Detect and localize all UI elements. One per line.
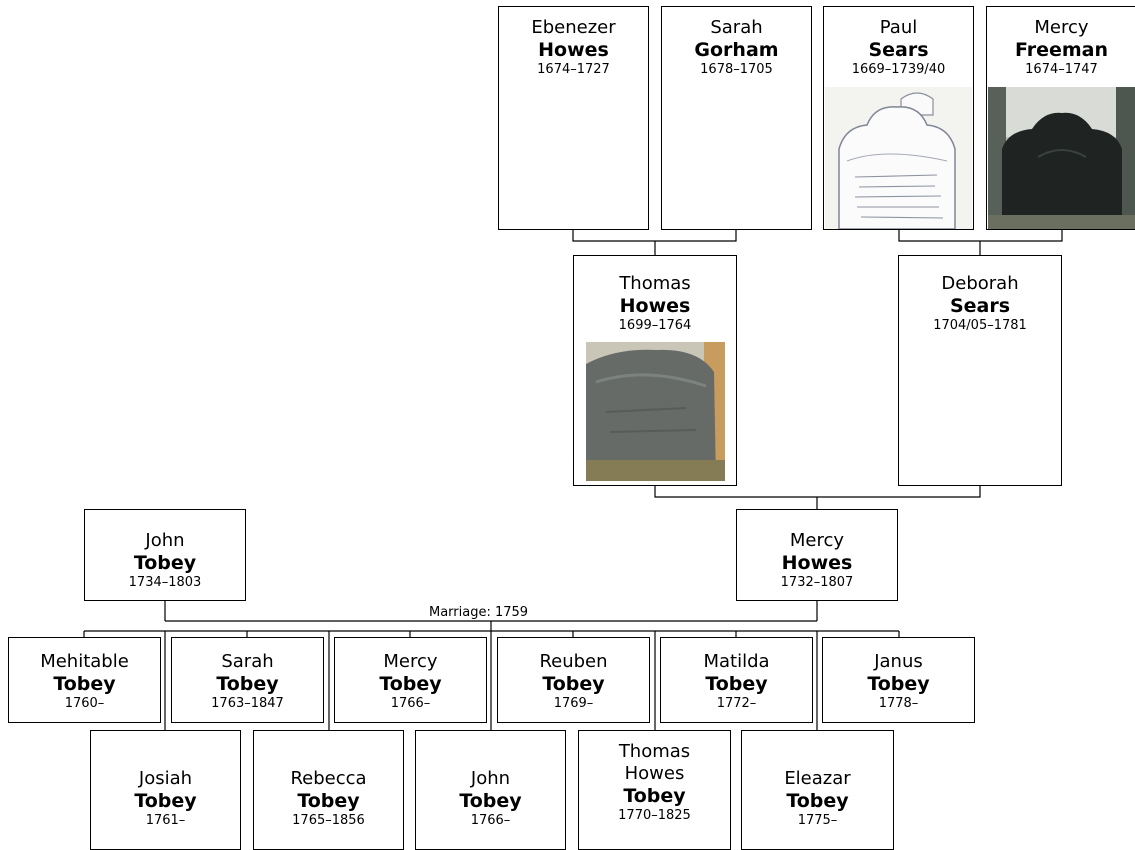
surname: Tobey — [53, 673, 116, 695]
given-name: Mercy — [383, 651, 438, 672]
surname: Howes — [619, 295, 691, 317]
life-dates: 1732–1807 — [780, 575, 854, 590]
surname: Howes — [781, 552, 853, 574]
given-name: Ebenezer — [531, 17, 616, 38]
life-dates: 1765–1856 — [292, 813, 365, 828]
given-name: Janus — [874, 651, 923, 672]
person-ebenezer-howes[interactable]: Ebenezer Howes 1674–1727 — [498, 6, 649, 230]
given-name: John — [145, 530, 185, 551]
person-deborah-sears[interactable]: Deborah Sears 1704/05–1781 — [898, 255, 1062, 486]
gravestone-drawing — [825, 87, 972, 229]
person-paul-sears[interactable]: Paul Sears 1669–1739/40 — [823, 6, 974, 230]
given-name: Deborah — [941, 273, 1019, 294]
given-name: Matilda — [703, 651, 770, 672]
surname: Tobey — [297, 790, 360, 812]
surname: Tobey — [623, 785, 686, 807]
child-box-reuben[interactable]: Reuben Tobey 1769– — [497, 637, 650, 723]
person-mercy-freeman[interactable]: Mercy Freeman 1674–1747 — [986, 6, 1135, 230]
surname: Sears — [868, 39, 929, 61]
child-box-john[interactable]: John Tobey 1766– — [415, 730, 566, 850]
given-name: Sarah — [221, 651, 274, 672]
life-dates: 1704/05–1781 — [933, 318, 1027, 333]
given-name: Sarah — [710, 17, 763, 38]
given-name: Mercy — [1034, 17, 1089, 38]
life-dates: 1766– — [470, 813, 511, 828]
gravestone-photo — [988, 87, 1135, 229]
child-box-mehitable[interactable]: Mehitable Tobey 1760– — [8, 637, 161, 723]
gravestone-drawing — [988, 87, 1135, 229]
surname: Tobey — [216, 673, 279, 695]
given-name: John — [470, 768, 511, 789]
child-box-janus[interactable]: Janus Tobey 1778– — [822, 637, 975, 723]
given-name: Thomas Howes — [618, 741, 691, 784]
given-name: Thomas — [619, 273, 691, 294]
child-box-mercy[interactable]: Mercy Tobey 1766– — [334, 637, 487, 723]
given-name: Paul — [879, 17, 918, 38]
surname: Tobey — [867, 673, 930, 695]
person-mercy-howes[interactable]: Mercy Howes 1732–1807 — [736, 509, 898, 601]
life-dates: 1674–1747 — [1025, 62, 1098, 77]
surname: Tobey — [542, 673, 605, 695]
surname: Howes — [538, 39, 609, 61]
person-sarah-gorham[interactable]: Sarah Gorham 1678–1705 — [661, 6, 812, 230]
child-box-sarah[interactable]: Sarah Tobey 1763–1847 — [171, 637, 324, 723]
given-name: Josiah — [138, 768, 193, 789]
given-name: Reuben — [539, 651, 608, 672]
life-dates: 1760– — [64, 696, 105, 711]
life-dates: 1678–1705 — [700, 62, 773, 77]
child-box-rebecca[interactable]: Rebecca Tobey 1765–1856 — [253, 730, 404, 850]
surname: Tobey — [134, 790, 197, 812]
life-dates: 1770–1825 — [618, 808, 691, 823]
child-box-matilda[interactable]: Matilda Tobey 1772– — [660, 637, 813, 723]
child-box-thomas-howes[interactable]: Thomas Howes Tobey 1770–1825 — [578, 730, 731, 850]
life-dates: 1769– — [553, 696, 594, 711]
person-thomas-howes[interactable]: Thomas Howes 1699–1764 — [573, 255, 737, 486]
marriage-label: Marriage: 1759 — [429, 605, 529, 620]
surname: Tobey — [379, 673, 442, 695]
given-name: Mehitable — [40, 651, 129, 672]
life-dates: 1778– — [878, 696, 919, 711]
life-dates: 1699–1764 — [618, 318, 692, 333]
child-box-eleazar[interactable]: Eleazar Tobey 1775– — [741, 730, 894, 850]
life-dates: 1761– — [145, 813, 186, 828]
given-name: Eleazar — [784, 768, 851, 789]
surname: Tobey — [459, 790, 522, 812]
life-dates: 1669–1739/40 — [851, 62, 946, 77]
child-box-josiah[interactable]: Josiah Tobey 1761– — [90, 730, 241, 850]
gravestone-drawing — [586, 342, 725, 481]
life-dates: 1772– — [716, 696, 757, 711]
given-name: Mercy — [789, 530, 845, 551]
life-dates: 1674–1727 — [537, 62, 610, 77]
gravestone-photo — [586, 342, 725, 481]
surname: Tobey — [786, 790, 849, 812]
surname: Sears — [949, 295, 1011, 317]
given-name: Rebecca — [290, 768, 367, 789]
life-dates: 1775– — [797, 813, 838, 828]
life-dates: 1766– — [390, 696, 431, 711]
person-john-tobey[interactable]: John Tobey 1734–1803 — [84, 509, 246, 601]
surname: Tobey — [705, 673, 768, 695]
life-dates: 1734–1803 — [128, 575, 202, 590]
gravestone-photo — [825, 87, 972, 229]
surname: Freeman — [1014, 39, 1109, 61]
surname: Gorham — [694, 39, 779, 61]
surname: Tobey — [133, 552, 197, 574]
life-dates: 1763–1847 — [211, 696, 284, 711]
